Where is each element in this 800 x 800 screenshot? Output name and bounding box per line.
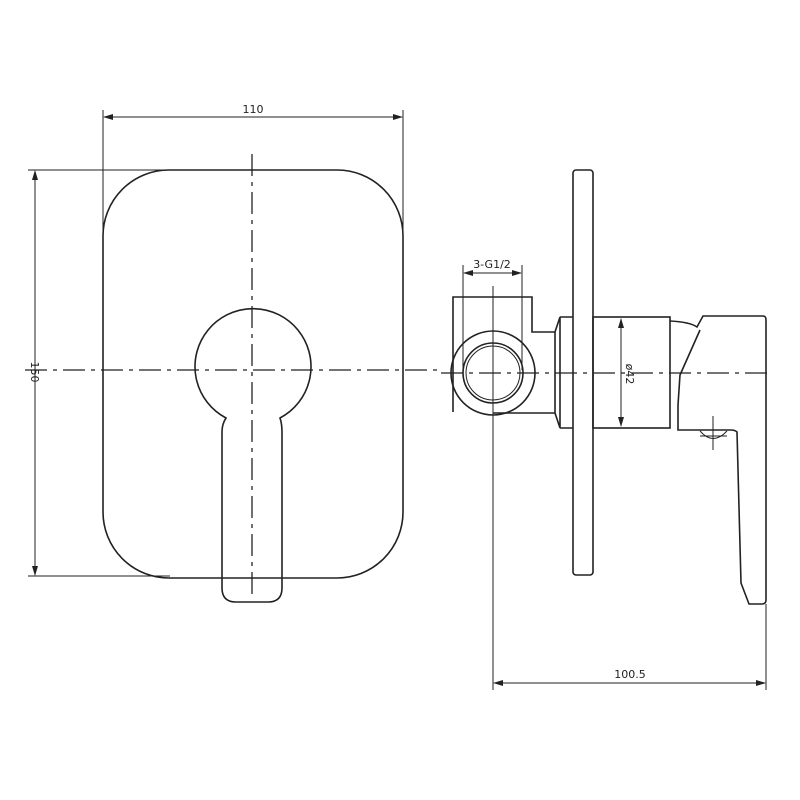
diameter-label: ø42	[623, 364, 636, 385]
height-dimension-label: 150	[28, 362, 41, 383]
cover-plate	[102, 169, 404, 579]
width-dimension-label: 110	[243, 103, 264, 116]
handle-outline	[194, 307, 312, 603]
front-view: 110 150	[25, 103, 440, 603]
depth-dimension-label: 100.5	[614, 668, 646, 681]
side-view: 3-G1/2 ø42 100.5	[441, 169, 772, 690]
side-handle	[669, 315, 767, 605]
flange	[554, 316, 573, 429]
thread-label: 3-G1/2	[473, 258, 511, 271]
